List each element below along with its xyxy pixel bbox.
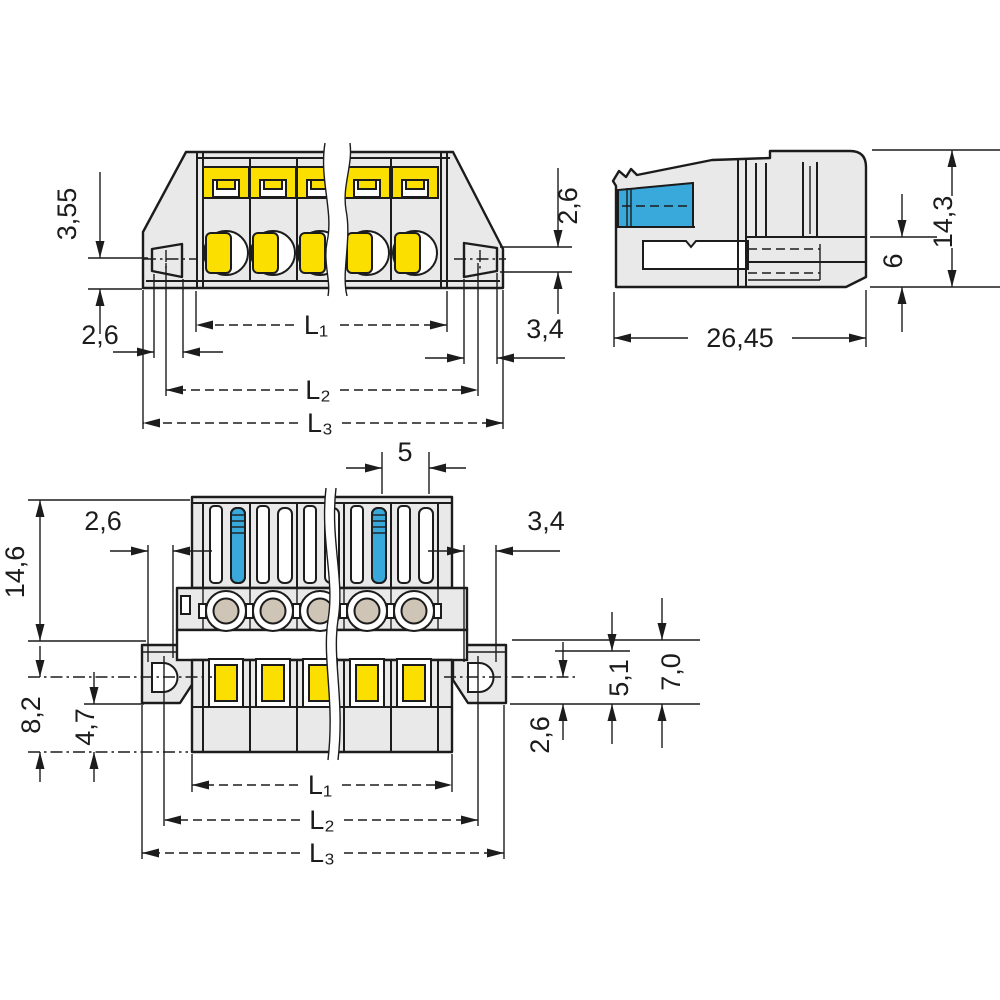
front-view (141, 142, 506, 297)
plan-view-dimensions: 5 2,6 3,4 14,6 8,2 4,7 7,0 (0, 437, 700, 868)
dim-side-6: 6 (878, 253, 908, 268)
dim-plan-3-4: 3,4 (527, 506, 565, 536)
dim-front-L2: L₂ (305, 375, 331, 405)
dim-plan-14-6: 14,6 (0, 546, 30, 599)
side-view-dimensions: 26,45 14,3 6 (613, 149, 1000, 353)
front-flange-left (144, 242, 196, 279)
dim-plan-L2: L₂ (309, 805, 335, 835)
dim-front-3-4: 3,4 (526, 314, 564, 344)
dim-plan-5-1: 5,1 (604, 659, 634, 697)
dim-plan-L3: L₃ (309, 838, 335, 868)
dim-plan-2-6-left: 2,6 (84, 506, 122, 536)
front-flange-right (454, 241, 506, 279)
dim-plan-2-6-right: 2,6 (525, 716, 555, 754)
dim-front-2-6-left: 2,6 (81, 320, 119, 350)
dim-front-2-6-right: 2,6 (553, 187, 583, 225)
dim-plan-8-2: 8,2 (16, 696, 46, 734)
dim-plan-4-7: 4,7 (70, 708, 100, 746)
front-view-dimensions: 3,55 2,6 2,6 3,4 L₁ L₂ L₃ (52, 168, 583, 438)
dim-front-3-55: 3,55 (52, 188, 82, 241)
side-lever-blue (617, 181, 694, 228)
plan-view (140, 487, 508, 761)
dim-plan-5: 5 (397, 437, 412, 467)
dim-plan-L1: L₁ (308, 770, 332, 800)
dim-side-14-3: 14,3 (928, 196, 958, 249)
dim-front-L3: L₃ (307, 408, 333, 438)
side-view (611, 149, 868, 289)
dim-side-26-45: 26,45 (706, 323, 774, 353)
dim-front-L1: L₁ (304, 310, 328, 340)
dim-plan-7-0: 7,0 (656, 653, 686, 691)
